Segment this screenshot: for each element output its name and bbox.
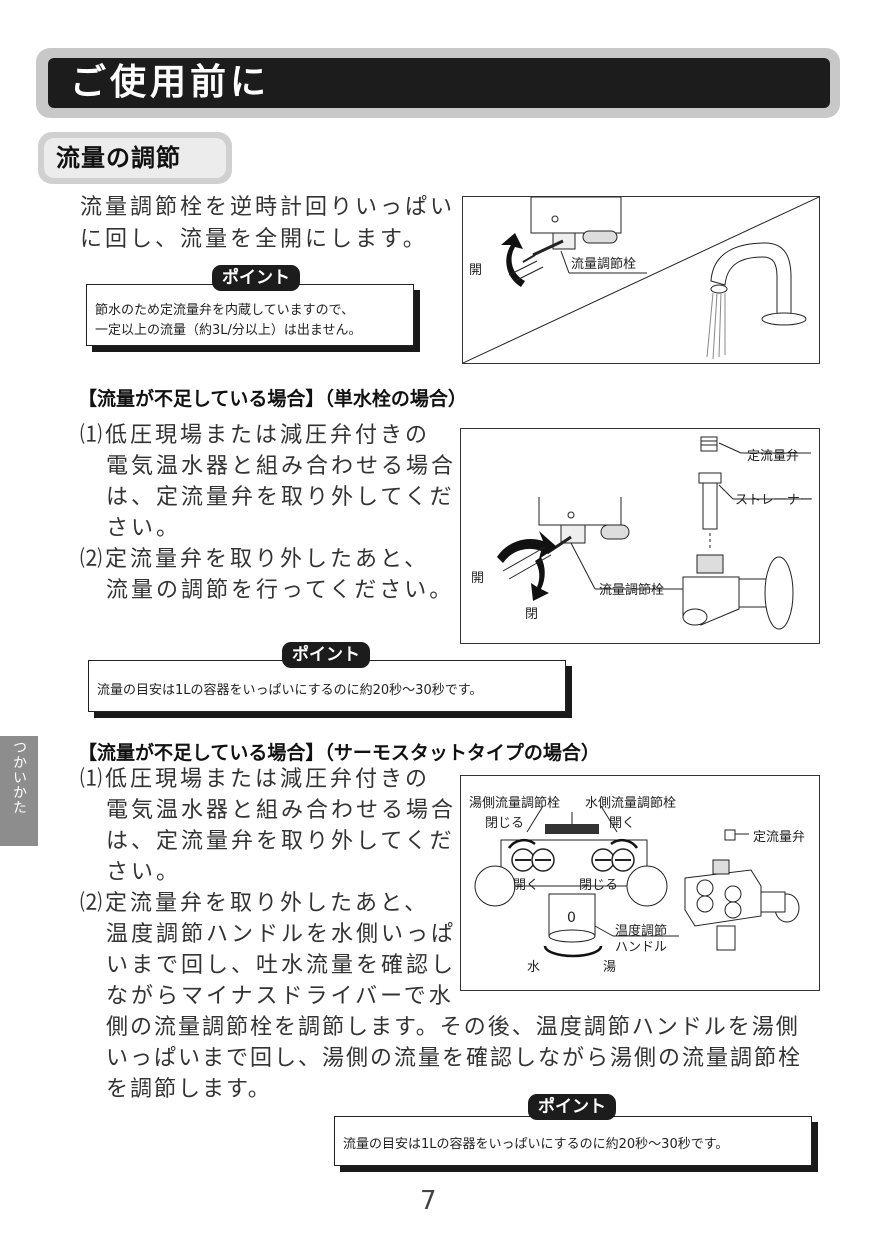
- open-label: 開く: [609, 816, 636, 831]
- case1-text: ⑴低圧現場または減圧弁付きの 電気温水器と組み合わせる場合 は、定流量弁を取り外…: [80, 420, 456, 606]
- cfv-label: 定流量弁: [753, 830, 806, 845]
- section-pill: [44, 138, 226, 178]
- point-tag: ポイント: [528, 1094, 616, 1120]
- point-tag: ポイント: [282, 642, 370, 668]
- intro-line: 流量調節栓を逆時計回りいっぱい: [80, 195, 456, 220]
- close-label: 閉じる: [579, 878, 619, 893]
- case-heading: 【流量が不足している場合】（単水栓の場合）: [78, 388, 467, 410]
- page-title: ご使用前に: [70, 62, 271, 103]
- text-line: 側の流量調節栓を調節します。その後、温度調節ハンドルを湯側: [106, 1015, 800, 1040]
- close-label: 閉: [525, 607, 539, 622]
- faucet-illustration: [462, 196, 820, 364]
- case-heading: 【流量が不足している場合】（サーモスタットタイプの場合）: [78, 742, 600, 764]
- cfv-label: 定流量弁: [747, 449, 800, 464]
- side-tab-label: つかいかた: [11, 740, 27, 815]
- text-line: ⑵定流量弁を取り外したあと、: [80, 891, 430, 916]
- text-line: ⑵定流量弁を取り外したあと、: [80, 547, 430, 572]
- text-line: を調節します。: [106, 1077, 272, 1102]
- side-tab: [0, 736, 38, 846]
- intro-line: に回し、流量を全開にします。: [80, 227, 428, 252]
- text-line: さい。: [106, 516, 182, 541]
- open-label: 開く: [513, 878, 540, 893]
- close-label: 閉じる: [485, 816, 525, 831]
- point-line: 節水のため定流量弁を内蔵していますので、: [95, 303, 355, 318]
- cold-valve-label: 水側流量調節栓: [585, 796, 677, 811]
- open-label: 開: [469, 263, 483, 278]
- single-faucet-illustration: [497, 436, 811, 630]
- text-line: いっぱいまで回し、湯側の流量を確認しながら湯側の流量調節栓: [106, 1046, 803, 1071]
- zero-label: 0: [567, 910, 576, 926]
- point-box: 流量の目安は1Lの容器をいっぱいにするのに約20秒～30秒です。: [88, 660, 566, 712]
- section-title: 流量の調節: [56, 144, 181, 172]
- point-line: 一定以上の流量（約3L/分以上）は出ません。: [95, 323, 362, 338]
- text-line: いまで回し、吐水流量を確認し: [106, 953, 457, 978]
- case2-text: ⑴低圧現場または減圧弁付きの 電気温水器と組み合わせる場合 は、定流量弁を取り外…: [80, 764, 456, 1012]
- valve-label: 流量調節栓: [599, 583, 665, 598]
- text-line: は、定流量弁を取り外してくだ: [106, 829, 455, 854]
- text-line: さい。: [106, 860, 182, 885]
- point-line: 流量の目安は1Lの容器をいっぱいにするのに約20秒～30秒です。: [97, 683, 483, 698]
- text-line: 電気温水器と組み合わせる場合: [106, 454, 457, 479]
- cold-label: 水: [527, 960, 541, 975]
- text-line: は、定流量弁を取り外してくだ: [106, 485, 455, 510]
- valve-label: 流量調節栓: [571, 257, 637, 272]
- page-number: 7: [420, 1186, 437, 1216]
- text-line: 電気温水器と組み合わせる場合: [106, 798, 457, 823]
- text-line: ⑴低圧現場または減圧弁付きの: [80, 767, 431, 792]
- open-label: 開: [471, 571, 485, 586]
- hot-label: 湯: [603, 960, 617, 975]
- handle-label: 温度調節: [615, 924, 668, 939]
- point-line: 流量の目安は1Lの容器をいっぱいにするのに約20秒～30秒です。: [343, 1137, 729, 1152]
- case2-wide-text: 側の流量調節栓を調節します。その後、温度調節ハンドルを湯側 いっぱいまで回し、湯…: [106, 1012, 802, 1105]
- handle-label: ハンドル: [615, 940, 668, 955]
- point-box: 流量の目安は1Lの容器をいっぱいにするのに約20秒～30秒です。: [334, 1116, 812, 1166]
- text-line: 流量の調節を行ってください。: [106, 578, 455, 603]
- text-line: ⑴低圧現場または減圧弁付きの: [80, 423, 431, 448]
- thermostat-illustration: [474, 805, 800, 958]
- figure-thermostat-faucet: 湯側流量調節栓 水側流量調節栓 閉じる 開く 開く 閉じる 定流量弁 温度調節 …: [460, 775, 820, 991]
- point-tag: ポイント: [212, 265, 300, 291]
- figure-faucet-valve: 流量調節栓 開: [462, 196, 820, 364]
- text-line: ながらマイナスドライバーで水: [106, 984, 454, 1009]
- strainer-label: ストレーナー: [735, 493, 814, 508]
- point-box: 節水のため定流量弁を内蔵していますので、 一定以上の流量（約3L/分以上）は出ま…: [86, 284, 414, 346]
- intro-text: 流量調節栓を逆時計回りいっぱい に回し、流量を全開にします。: [80, 192, 455, 256]
- hot-valve-label: 湯側流量調節栓: [469, 796, 561, 811]
- title-bar: [48, 58, 830, 108]
- text-line: 温度調節ハンドルを水側いっぱ: [106, 922, 457, 947]
- figure-single-faucet: 定流量弁 ストレーナー 流量調節栓 開 閉: [460, 428, 820, 644]
